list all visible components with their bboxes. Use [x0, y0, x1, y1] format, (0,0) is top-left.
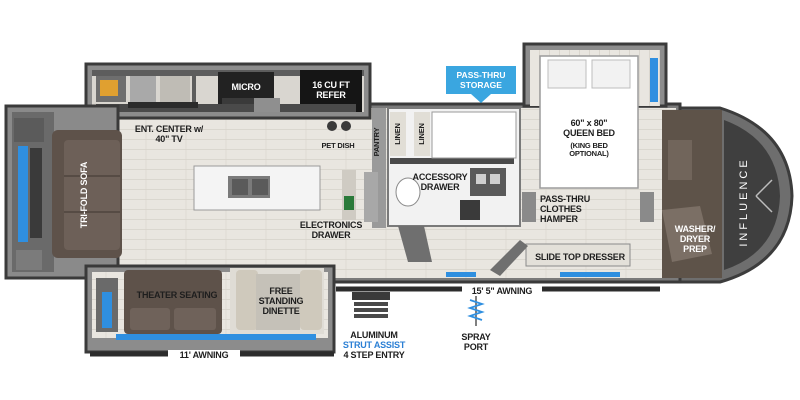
pass-thru-storage-label: PASS-THRU STORAGE	[456, 70, 506, 90]
slide-top-dresser-label: SLIDE TOP DRESSER	[535, 252, 625, 262]
brand-logo-text: INFLUENCE	[738, 157, 750, 247]
pass-thru-hamper-label: PASS-THRU CLOTHES HAMPER	[540, 194, 591, 224]
dinette-label: FREE STANDING DINETTE	[258, 286, 304, 316]
pet-dish-label: PET DISH	[321, 141, 355, 150]
strut-assist-label: STRUT ASSIST	[342, 340, 406, 350]
accessory-drawer-label: ACCESSORY DRAWER	[412, 172, 468, 192]
micro-label: MICRO	[231, 82, 261, 92]
linen-label-2: LINEN	[417, 123, 426, 145]
aluminum-label: ALUMINUM	[350, 330, 398, 340]
stove-icon	[254, 98, 280, 112]
awning-11-label: 11' AWNING	[168, 350, 240, 360]
awning-15-label: 15' 5" AWNING	[462, 286, 542, 296]
king-bed-optional-label: (KING BED OPTIONAL)	[569, 141, 609, 158]
washer-dryer-label: WASHER/ DRYER PREP	[674, 224, 716, 254]
ent-center-label: ENT. CENTER w/ 40" TV	[134, 124, 204, 144]
slide-top-dresser	[525, 243, 631, 267]
refer-label: 16 CU FT REFER	[312, 80, 350, 100]
spray-port-label: SPRAY PORT	[461, 332, 491, 352]
entry-steps	[352, 292, 390, 318]
pass-thru-storage-callout: PASS-THRU STORAGE	[446, 66, 516, 103]
toilet-icon	[395, 177, 421, 207]
spray-port-icon	[467, 292, 485, 326]
queen-bed-label: 60" x 80" QUEEN BED	[563, 118, 615, 138]
tri-fold-sofa-label: TRI-FOLD SOFA	[79, 161, 89, 229]
pantry-label: PANTRY	[372, 127, 381, 157]
theater-seating-label: THEATER SEATING	[136, 290, 218, 300]
electronics-drawer-label: ELECTRONICS DRAWER	[299, 220, 363, 240]
step-entry-label: 4 STEP ENTRY	[343, 350, 405, 360]
washer-dryer	[662, 206, 712, 262]
linen-label-1: LINEN	[393, 123, 402, 145]
